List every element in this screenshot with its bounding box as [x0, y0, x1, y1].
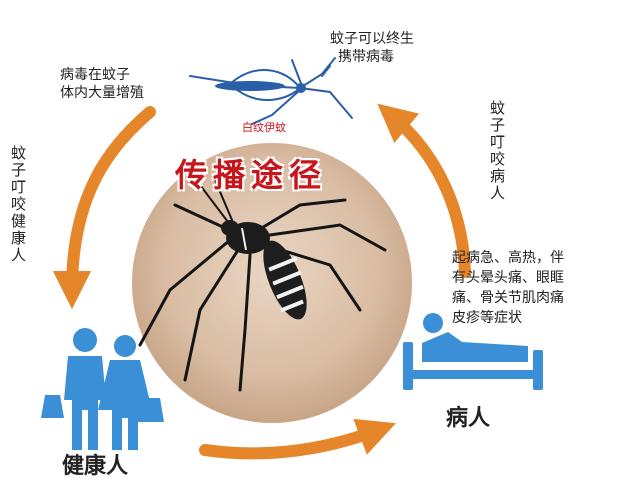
arrow-top-left [52, 106, 156, 310]
bite-healthy-label: 蚊子叮咬健康人 [9, 145, 27, 264]
flying-mosquito-body [215, 81, 285, 91]
patient-label: 病人 [446, 406, 491, 431]
symptoms-label: 起病急、高热，伴 有头晕头痛、眼眶 痛、骨关节肌肉痛 皮疹等症状 [452, 248, 564, 328]
symptoms-line-4: 皮疹等症状 [452, 310, 522, 326]
patient-in-bed-icon [403, 313, 543, 390]
symptoms-line-2: 有头晕头痛、眼眶 [452, 270, 564, 286]
lifelong-carrier-label: 蚊子可以终生 携带病毒 [330, 30, 414, 66]
arrow-top-right [377, 103, 471, 278]
mosquito-species-label: 白纹伊蚊 [242, 121, 286, 134]
virus-multiply-label: 病毒在蚊子 体内大量增殖 [60, 66, 144, 102]
virus-multiply-line-2: 体内大量增殖 [60, 85, 144, 101]
healthy-couple-icon [41, 328, 164, 450]
bite-patient-label: 蚊子叮咬病人 [488, 100, 506, 202]
tiger-mosquito-body [221, 220, 307, 320]
flying-mosquito-drawing [189, 57, 353, 125]
healthy-person-label: 健康人 [62, 454, 129, 479]
symptoms-line-1: 起病急、高热，伴 [452, 250, 564, 266]
arrow-bottom [199, 418, 396, 460]
tiger-mosquito-image [138, 179, 387, 392]
lifelong-carrier-line-1: 蚊子可以终生 [330, 31, 414, 47]
diagram-title: 传播途径 [175, 156, 328, 194]
symptoms-line-3: 痛、骨关节肌肉痛 [452, 290, 564, 306]
lifelong-carrier-line-2: 携带病毒 [338, 49, 394, 65]
virus-multiply-line-1: 病毒在蚊子 [60, 67, 130, 83]
